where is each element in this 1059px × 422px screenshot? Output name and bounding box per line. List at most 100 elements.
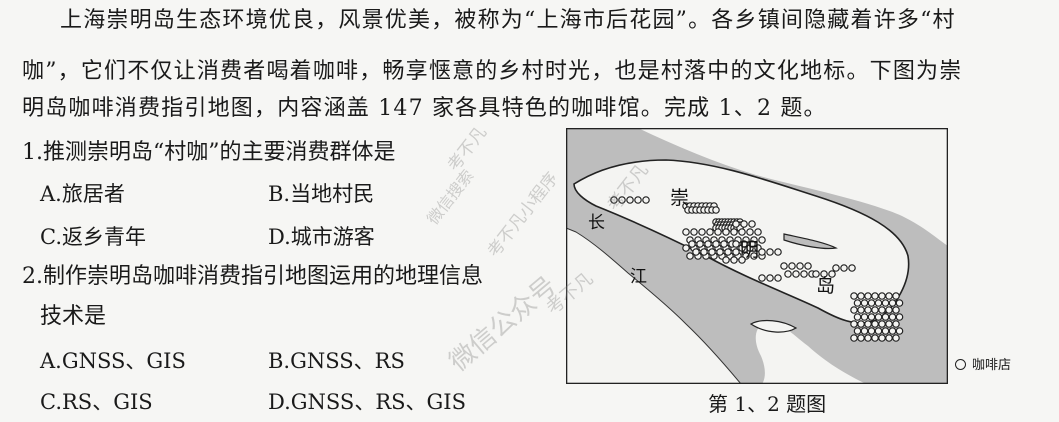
coffee-shop-marker [871, 306, 879, 314]
coffee-shop-marker [850, 292, 858, 300]
coffee-shop-marker [895, 313, 904, 321]
small-island-north [783, 233, 838, 250]
coffee-shop-marker [708, 248, 716, 256]
label-ming: 明 [740, 239, 759, 261]
coffee-shop-marker [712, 206, 720, 214]
coffee-shop-marker [867, 313, 876, 321]
coffee-shop-marker [706, 228, 714, 236]
coffee-shop-marker [712, 240, 720, 248]
question-1-stem: 1.推测崇明岛“村咖”的主要消费群体是 [22, 140, 396, 165]
coffee-shop-marker [700, 248, 708, 256]
intro-line-3: 明岛咖啡消费指引地图，内容涵盖 147 家各具特色的咖啡馆。完成 1、2 题。 [22, 96, 827, 121]
coffee-shop-marker [853, 299, 862, 307]
coffee-shop-marker [850, 306, 858, 314]
coffee-shop-marker [690, 228, 698, 236]
coffee-shop-marker [738, 256, 746, 264]
small-island-south [749, 319, 798, 333]
coffee-shop-marker [853, 313, 862, 321]
coffee-shop-marker [784, 270, 792, 278]
coffee-shop-marker [885, 334, 893, 342]
coffee-shop-marker [864, 320, 872, 328]
question-2-stem-line-2: 技术是 [40, 304, 107, 329]
coffee-shop-marker [892, 320, 900, 328]
coffee-shop-marker [626, 196, 634, 204]
q1-option-d[interactable]: D.城市游客 [268, 225, 375, 249]
question-2-stem-line-1: 2.制作崇明岛咖啡消费指引地图运用的地理信息 [22, 264, 483, 289]
map-legend: 咖啡店 [955, 354, 1011, 373]
coffee-shop-marker [698, 228, 706, 236]
coffee-shop-marker [860, 327, 869, 335]
coffee-shop-marker [754, 228, 762, 236]
coffee-shop-marker [792, 270, 800, 278]
q1-option-c[interactable]: C.返乡青年 [40, 225, 146, 249]
coffee-shop-marker [895, 299, 904, 307]
map-frame [566, 128, 948, 384]
coffee-shop-marker [878, 306, 886, 314]
q2-option-b[interactable]: B.GNSS、RS [268, 349, 405, 373]
coffee-shop-marker [730, 256, 738, 264]
label-chong: 崇 [670, 187, 689, 209]
coffee-shop-marker [878, 292, 886, 300]
coffee-shop-marker [881, 313, 890, 321]
coffee-shop-markers [610, 196, 904, 342]
coffee-shop-marker [871, 334, 879, 342]
coffee-shop-marker [766, 274, 774, 282]
coffee-shop-marker [864, 334, 872, 342]
coffee-shop-marker [758, 248, 766, 256]
coffee-shop-marker [832, 264, 840, 272]
intro-line-2: 咖”，它们不仅让消费者喝着咖啡，畅享惬意的乡村时光，也是村落中的文化地标。下图为… [22, 59, 963, 84]
coffee-shop-marker [804, 262, 812, 270]
coffee-shop-marker [860, 313, 869, 321]
coffee-shop-marker [892, 306, 900, 314]
coffee-shop-marker [840, 264, 848, 272]
coffee-shop-marker [732, 220, 740, 228]
label-dao: 岛 [816, 275, 835, 297]
coffee-shop-marker [848, 264, 856, 272]
coffee-shop-marker [881, 299, 890, 307]
q2-option-c[interactable]: C.RS、GIS [40, 390, 153, 414]
coffee-shop-marker [748, 220, 756, 228]
coffee-shop-marker [874, 327, 883, 335]
coffee-shop-marker [724, 248, 732, 256]
coffee-shop-marker [828, 270, 836, 278]
watermark-3: 考不凡小程序 [483, 168, 563, 262]
coffee-shop-marker [740, 240, 748, 248]
coffee-shop-marker [857, 334, 865, 342]
coffee-shop-marker [688, 240, 696, 248]
coffee-shop-marker [867, 327, 876, 335]
coffee-shop-marker [780, 262, 788, 270]
coffee-shop-marker [867, 299, 876, 307]
coffee-shop-marker [885, 306, 893, 314]
coffee-shop-marker [714, 228, 722, 236]
coffee-shop-marker [885, 320, 893, 328]
coffee-shop-marker [748, 240, 756, 248]
q2-option-a[interactable]: A.GNSS、GIS [40, 349, 186, 373]
coffee-shop-marker [686, 252, 694, 260]
watermark-2: 微信搜索 [423, 166, 478, 229]
coffee-shop-marker [860, 299, 869, 307]
coffee-shop-marker [642, 196, 650, 204]
coffee-shop-marker [874, 313, 883, 321]
coffee-shop-marker [892, 292, 900, 300]
coffee-shop-marker [722, 256, 730, 264]
q1-option-a[interactable]: A.旅居者 [40, 182, 125, 206]
coffee-shop-marker [758, 236, 766, 244]
coffee-shop-marker [800, 270, 808, 278]
coffee-shop-marker [871, 292, 879, 300]
coffee-shop-legend-icon [955, 359, 966, 370]
q1-option-b[interactable]: B.当地村民 [268, 182, 375, 206]
watermark-1: 考不凡 [443, 122, 492, 176]
coffee-shop-marker [732, 240, 740, 248]
coffee-shop-marker [692, 248, 700, 256]
coffee-shop-marker [730, 228, 738, 236]
q2-option-d[interactable]: D.GNSS、RS、GIS [268, 390, 466, 414]
coffee-shop-marker [881, 327, 890, 335]
coffee-shop-marker [634, 196, 642, 204]
coffee-shop-marker [871, 320, 879, 328]
coffee-shop-marker [864, 306, 872, 314]
coffee-shop-marker [857, 292, 865, 300]
coffee-shop-marker [682, 228, 690, 236]
figure-caption: 第 1、2 题图 [708, 392, 827, 416]
coffee-shop-marker [774, 274, 782, 282]
coffee-shop-marker [892, 334, 900, 342]
